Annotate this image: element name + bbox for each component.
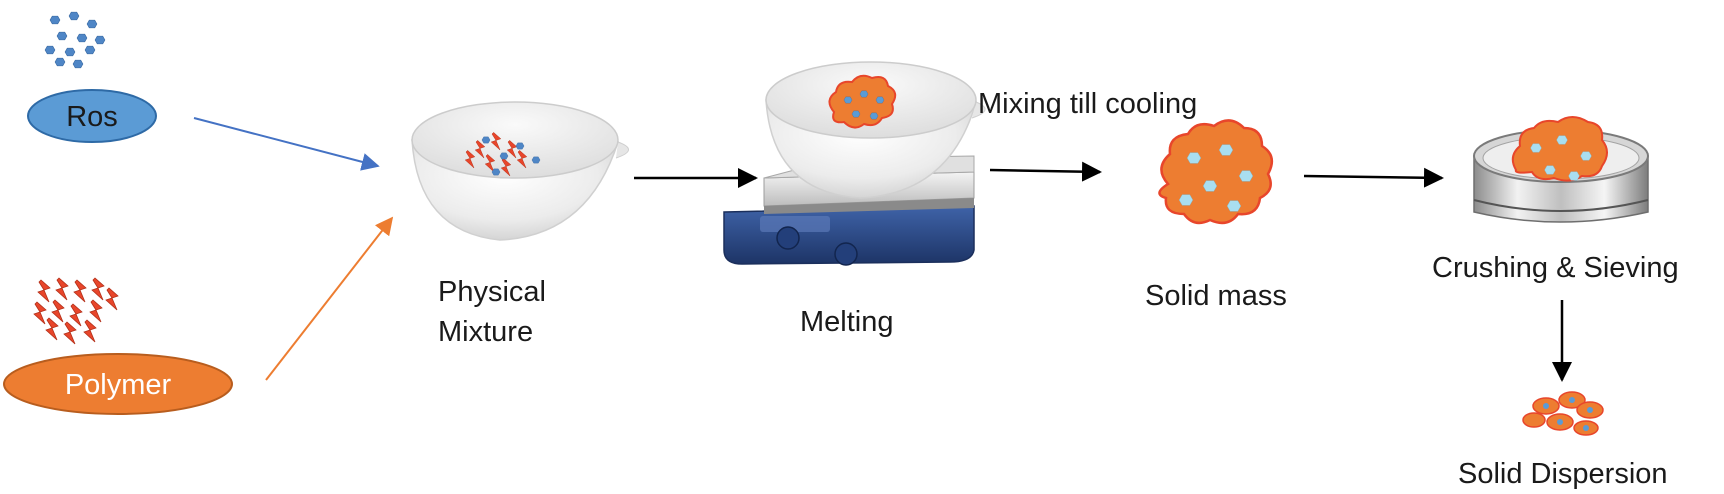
melting-label: Melting xyxy=(800,306,894,338)
ros-label: Ros xyxy=(66,101,118,133)
physical-mixture-line-2: Mixture xyxy=(438,316,534,349)
mortar-bowl-icon xyxy=(411,101,629,241)
mixing-label: Mixing till cooling xyxy=(978,88,1198,120)
arrow-solid-to-sieve xyxy=(1303,167,1444,188)
arrow-polymer-to-mortar xyxy=(265,216,394,381)
sieve-icon xyxy=(1473,116,1649,223)
crushing-label: Crushing & Sieving xyxy=(1432,252,1679,284)
arrow-ros-to-mortar xyxy=(193,117,380,171)
polymer-particles-icon xyxy=(33,277,119,345)
melting-bowl-icon xyxy=(765,61,986,199)
solid-mass-icon xyxy=(1158,119,1274,225)
drug-particles-icon xyxy=(44,11,106,69)
polymer-label: Polymer xyxy=(65,369,172,401)
arrow-melting-to-solid xyxy=(989,161,1102,182)
sieve-mass-icon xyxy=(1511,116,1608,182)
dispersion-particles-icon xyxy=(1522,391,1604,436)
physical-mixture-line-1: Physical xyxy=(438,276,546,308)
solid-mass-label: Solid mass xyxy=(1145,280,1287,312)
ros-oval: Ros xyxy=(27,89,157,143)
polymer-oval: Polymer xyxy=(3,353,233,415)
solid-dispersion-label: Solid Dispersion xyxy=(1458,458,1668,490)
melt-blob-icon xyxy=(828,74,897,129)
physical-mixture-label: Physical Mixture xyxy=(438,272,546,352)
